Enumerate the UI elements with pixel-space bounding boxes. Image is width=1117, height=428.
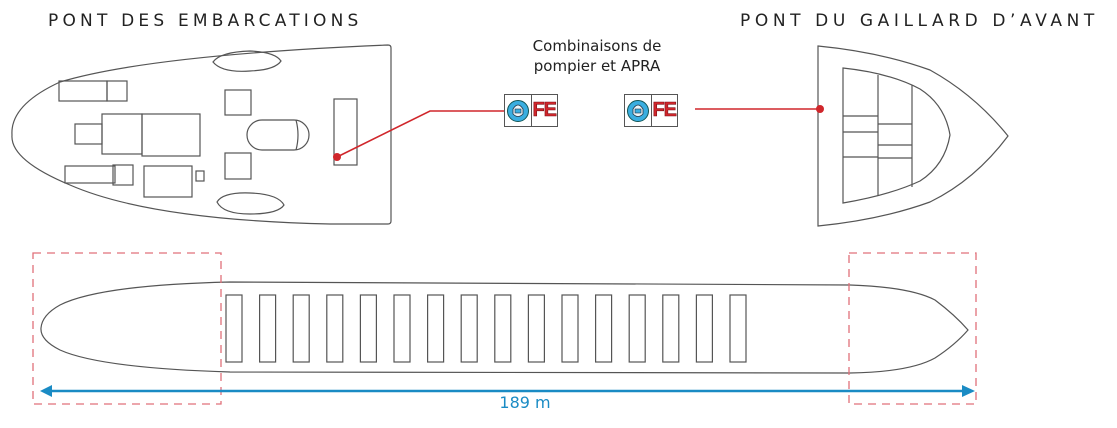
- lifeboat-bottom: [216, 192, 285, 215]
- cargo-hatches: [225, 294, 747, 363]
- equipment-icon-group-2: FE: [624, 94, 678, 127]
- cargo-hatch: [292, 294, 310, 363]
- deck-structure: [141, 113, 201, 157]
- title-right-deck: PONT DU GAILLARD D’AVANT: [740, 11, 1099, 31]
- cargo-hatch: [594, 294, 613, 363]
- equipment-icon-group-1: FE: [504, 94, 558, 127]
- cargo-hatch: [427, 294, 445, 363]
- equipment-caption: Combinaisons de pompier et APRA: [512, 36, 682, 76]
- caption-line-1: Combinaisons de: [532, 37, 662, 55]
- highlight-box-aft: [32, 252, 222, 405]
- deck-structure: [64, 165, 116, 184]
- deck-structure: [58, 80, 108, 102]
- lifeboat-top: [212, 50, 282, 72]
- arrowhead-left: [40, 385, 52, 397]
- ship-profile: [40, 281, 969, 374]
- deck-structure: [101, 113, 143, 155]
- deck-structure: [106, 80, 128, 102]
- cargo-hatch: [259, 294, 277, 363]
- cargo-hatch: [359, 294, 377, 363]
- cargo-hatch: [662, 294, 680, 363]
- deck-structure: [112, 164, 134, 186]
- deck-structure: [74, 123, 103, 145]
- cargo-hatch: [561, 294, 579, 363]
- forecastle-deck-plan: [817, 45, 1009, 227]
- profile-hull: [40, 281, 969, 374]
- caption-line-2: pompier et APRA: [533, 57, 661, 75]
- breathing-apparatus-icon: [625, 95, 651, 126]
- callout-dot-left: [333, 153, 341, 161]
- cargo-hatch: [460, 294, 478, 363]
- deck-structure: [246, 119, 310, 151]
- boat-deck-plan: [11, 44, 392, 225]
- callout-line-left: [336, 110, 504, 158]
- arrowhead-right: [962, 385, 975, 397]
- deck-structure: [195, 170, 205, 182]
- boat-deck-hull: [11, 44, 392, 225]
- deck-structure: [224, 152, 252, 180]
- breathing-apparatus-icon: [505, 95, 531, 126]
- cargo-hatch: [695, 294, 714, 363]
- ship-length-label: 189 m: [490, 393, 560, 412]
- cargo-hatch: [729, 294, 747, 363]
- cargo-hatch: [326, 294, 344, 363]
- length-dimension: [40, 385, 975, 397]
- cargo-hatch: [494, 294, 512, 363]
- deck-structure: [143, 165, 193, 198]
- highlight-boxes: [32, 252, 977, 405]
- fe-label: FE: [650, 95, 677, 126]
- title-left-deck: PONT DES EMBARCATIONS: [48, 11, 363, 31]
- cargo-hatch: [225, 294, 243, 363]
- deck-structure: [224, 89, 252, 116]
- highlight-box-bow: [848, 252, 977, 405]
- cargo-hatch: [393, 294, 411, 363]
- deck-structure: [333, 98, 358, 166]
- fe-label: FE: [530, 95, 557, 126]
- callout-lines: [336, 108, 820, 158]
- forecastle-hull: [817, 45, 1009, 227]
- deck-structure: [295, 119, 299, 151]
- cargo-hatch: [527, 294, 546, 363]
- cargo-hatch: [628, 294, 646, 363]
- forecastle-inner: [842, 67, 951, 204]
- callout-dot-right: [816, 105, 824, 113]
